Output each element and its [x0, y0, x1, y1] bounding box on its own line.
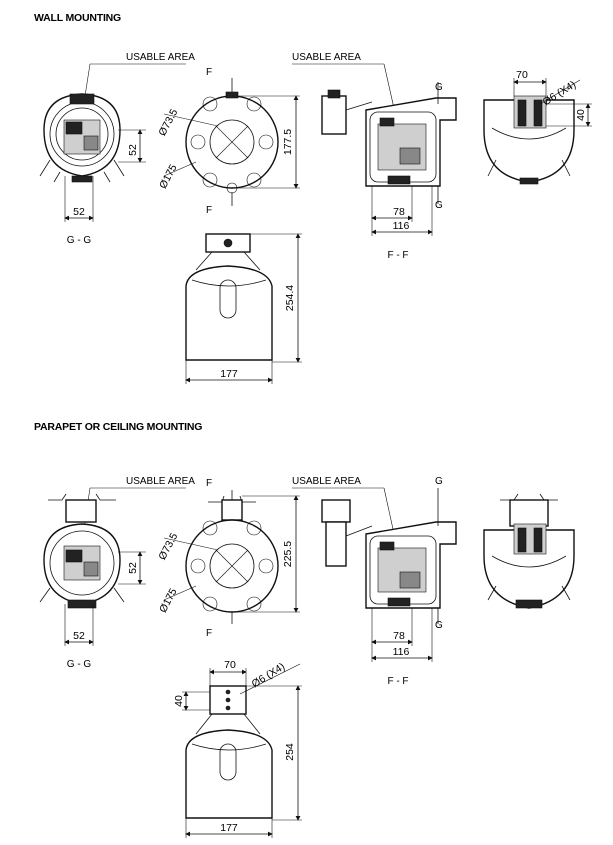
parapet-ff-view: USABLE AREA G G 78 116 F - F: [292, 476, 457, 687]
section-title-parapet: PARAPET OR CEILING MOUNTING: [34, 421, 202, 433]
wall-f-top: F: [206, 67, 212, 78]
section-title-wall: WALL MOUNTING: [34, 12, 121, 24]
wall-dim-735: Ø73.5: [156, 107, 180, 138]
wall-g-top: G: [435, 82, 443, 93]
parapet-dim-70: 70: [224, 659, 236, 671]
parapet-dim-175: Ø175: [157, 586, 180, 614]
parapet-gg-view: USABLE AREA 52 52 G - G: [39, 476, 195, 670]
parapet-dim-735: Ø73.5: [156, 531, 180, 562]
parapet-g-bottom: G: [435, 620, 443, 631]
parapet-dim-78: 78: [393, 630, 405, 642]
parapet-dim-177: 177: [220, 822, 238, 834]
parapet-g-top: G: [435, 476, 443, 487]
parapet-top-view: F F 225.5 Ø73.5 Ø175: [156, 478, 300, 639]
wall-dim-177: 177: [220, 368, 238, 380]
parapet-dim-2255: 225.5: [282, 541, 294, 567]
wall-dim-78: 78: [393, 206, 405, 218]
parapet-f-bottom: F: [206, 628, 212, 639]
wall-g-bottom: G: [435, 200, 443, 211]
wall-ff-view: USABLE AREA G G 78 116 F - F: [292, 52, 457, 261]
wall-view-gg-label: G - G: [67, 235, 92, 246]
wall-dim-1775: 177.5: [282, 129, 294, 155]
parapet-dim-40: 40: [173, 695, 185, 707]
parapet-view-ff-label: F - F: [387, 676, 408, 687]
parapet-dim-52-vertical: 52: [127, 562, 139, 574]
parapet-dim-52-horizontal: 52: [73, 630, 85, 642]
parapet-usable-area-label-left: USABLE AREA: [126, 476, 195, 487]
parapet-f-top: F: [206, 478, 212, 489]
wall-usable-area-label-right: USABLE AREA: [292, 52, 361, 63]
wall-view-ff-label: F - F: [387, 250, 408, 261]
parapet-front-view: 70 Ø6 (X4) 40 254 177: [173, 659, 302, 838]
wall-f-bottom: F: [206, 205, 212, 216]
wall-dim-2544: 254.4: [284, 285, 296, 311]
wall-rear-view: 70 Ø6 (X4) 40: [483, 69, 592, 185]
parapet-rear-view: [483, 493, 575, 609]
wall-dim-52-horizontal: 52: [73, 206, 85, 218]
parapet-usable-area-label-right: USABLE AREA: [292, 476, 361, 487]
wall-dim-52-vertical: 52: [127, 144, 139, 156]
wall-gg-view: USABLE AREA 52 52 G - G: [39, 52, 195, 246]
wall-dim-175: Ø175: [157, 162, 180, 190]
wall-dim-40: 40: [575, 109, 587, 121]
wall-usable-area-label-left: USABLE AREA: [126, 52, 195, 63]
wall-dim-116: 116: [393, 220, 410, 232]
parapet-dim-254: 254: [284, 743, 296, 761]
parapet-dim-116: 116: [393, 646, 410, 658]
parapet-view-gg-label: G - G: [67, 659, 92, 670]
wall-dim-70: 70: [516, 69, 528, 81]
wall-top-view: F F 177.5 Ø73.5 Ø175: [156, 67, 300, 216]
wall-front-view: 254.4 177: [185, 233, 302, 384]
